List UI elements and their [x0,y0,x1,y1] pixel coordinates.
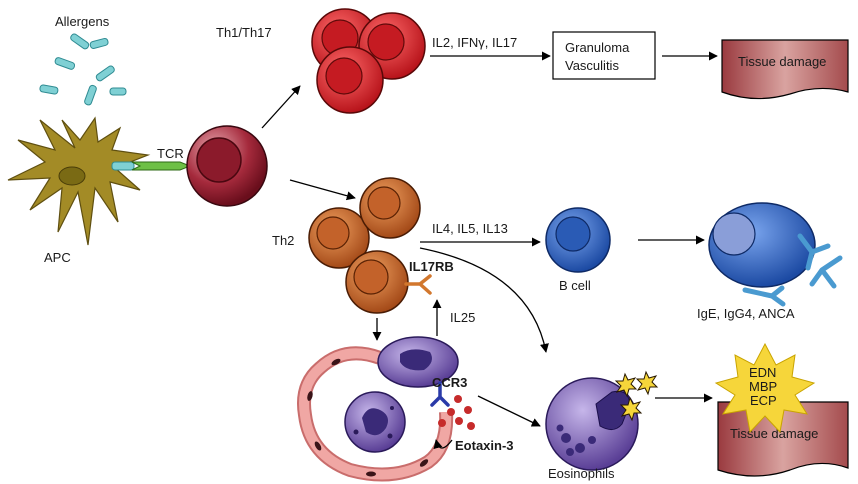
il25-label: IL25 [450,310,475,325]
arrow-t-to-th2 [289,179,356,201]
ccr3-label: CCR3 [432,375,467,390]
il17rb-label: IL17RB [409,259,454,274]
th1-th17-cells: Th1/Th17 [216,8,426,114]
degranulation-bursts [614,370,659,422]
eotaxin3-molecules [438,395,475,430]
il17rb-receptor: IL17RB [404,259,454,295]
tissue-damage-bottom-label: Tissue damage [730,426,818,441]
th2-cytokines-label: IL4, IL5, IL13 [432,221,508,236]
mbp-label: MBP [749,379,777,394]
th1-th17-label: Th1/Th17 [216,25,272,40]
apc-label: APC [44,250,71,265]
tissue-damage-top: Tissue damage [721,39,849,100]
ccr3-cell: CCR3 [377,336,467,407]
tcr-label: TCR [157,146,184,161]
granuloma-label: Granuloma [565,40,630,55]
naive-t-cell [186,125,268,207]
allergens-group: Allergens [39,14,127,106]
b-cell-label: B cell [559,278,591,293]
blood-vessel [297,346,454,482]
eosinophil-cell: Eosinophils [545,377,639,481]
ecp-label: ECP [750,393,777,408]
antibodies [742,233,843,307]
granule-proteins-burst: EDN MBP ECP [714,342,816,434]
granuloma-box: Granuloma Vasculitis [552,31,656,80]
th2-label: Th2 [272,233,294,248]
allergen-particles [39,33,127,106]
tcr-receptor: TCR [131,146,192,171]
vasculitis-label: Vasculitis [565,58,619,73]
b-cell: B cell [545,207,611,293]
arrow-t-to-th1 [261,85,301,129]
arrow-eotaxin-loop [433,439,453,450]
th2-cells: Th2 [272,177,421,314]
tissue-damage-top-label: Tissue damage [738,54,826,69]
th1-cytokines-label: IL2, IFNγ, IL17 [432,35,517,50]
plasma-cell [708,202,816,288]
eosinophils-label: Eosinophils [548,466,615,481]
edn-label: EDN [749,365,776,380]
allergens-label: Allergens [55,14,110,29]
antibodies-label: IgE, IgG4, ANCA [697,306,795,321]
eotaxin3-label: Eotaxin-3 [455,438,514,453]
apc-cell: APC [7,116,151,265]
arrow-th2-to-eosinophil [419,247,549,353]
arrow-to-eosinophil [477,395,541,427]
